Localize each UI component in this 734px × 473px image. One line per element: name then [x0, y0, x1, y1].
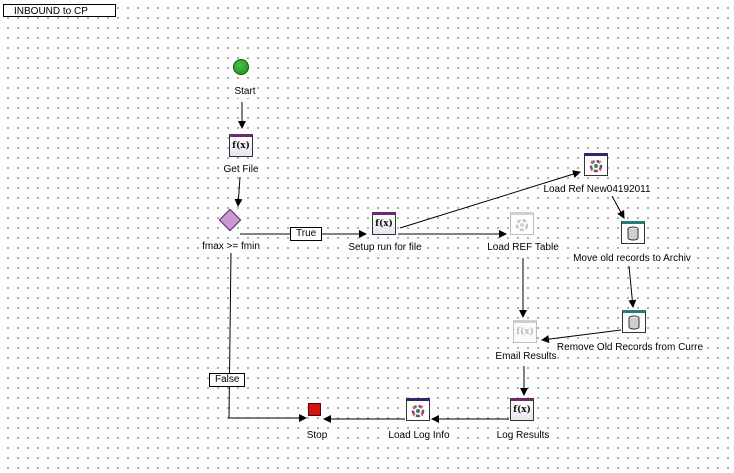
node-label-log-results: Log Results [495, 430, 551, 442]
node-label-stop: Stop [305, 430, 329, 442]
workflow-task-icon[interactable] [406, 398, 430, 421]
start-circle-icon[interactable] [233, 59, 249, 75]
edge-setup-to-loadrefnew [399, 170, 581, 229]
node-label-get-file: Get File [222, 164, 260, 176]
edge-getfile-to-decision [234, 176, 243, 207]
workflow-task-icon[interactable] [584, 153, 608, 176]
function-icon[interactable]: f(x) [229, 134, 253, 157]
stop-square-icon[interactable] [308, 403, 321, 416]
node-label-remove-old: Remove Old Records from Curre [555, 342, 705, 354]
node-label-start: Start [233, 86, 257, 98]
database-icon[interactable] [621, 221, 645, 244]
edge-loadrefnew-to-move [611, 195, 625, 219]
edge-label-true: True [290, 227, 323, 241]
function-icon[interactable]: f(x) [510, 398, 534, 421]
edge-move-to-remove [628, 265, 637, 308]
edge-decision-to-stop [228, 251, 307, 422]
workflow-task-icon-disabled[interactable] [510, 212, 534, 235]
database-icon[interactable] [622, 310, 646, 333]
workflow-title: INBOUND to CP [3, 4, 116, 17]
node-label-setup: Setup run for file [347, 242, 423, 254]
node-label-email: Email Results [494, 351, 558, 363]
node-label-load-ref: Load REF Table [486, 242, 560, 254]
edge-label-false: False [209, 373, 246, 387]
node-label-load-log: Load Log Info [387, 430, 451, 442]
function-icon-disabled[interactable]: f(x) [513, 320, 537, 343]
node-label-load-ref-new: Load Ref New04192011 [542, 184, 652, 196]
node-label-decision: fmax >= fmin [201, 241, 261, 253]
node-label-move-old: Move old records to Archiv [572, 253, 692, 265]
edge-remove-to-email [541, 329, 622, 344]
function-icon[interactable]: f(x) [372, 212, 396, 235]
